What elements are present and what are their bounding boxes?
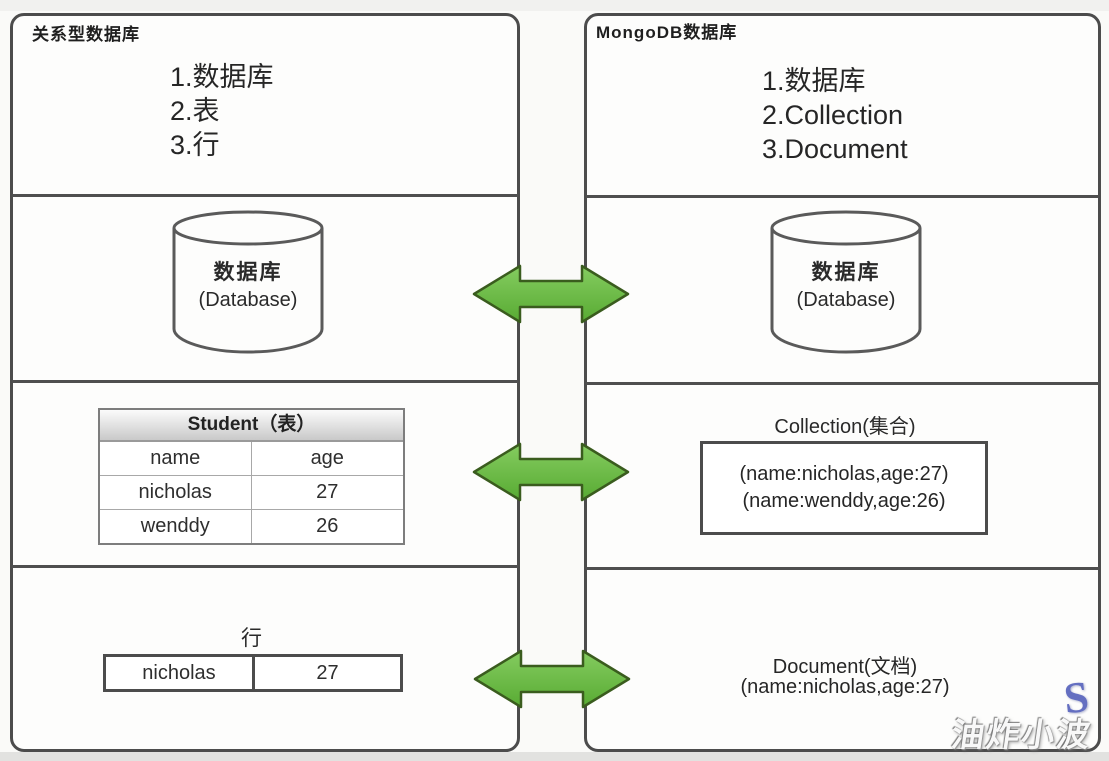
left-cylinder-label: 数据库 (Database) xyxy=(170,256,326,312)
document-title: Document(文档) xyxy=(772,656,918,678)
mongodb-panel-title: MongoDB数据库 xyxy=(596,23,738,42)
document-content: (name:nicholas,age:27) xyxy=(740,676,950,698)
student-table-col-name: name xyxy=(100,442,252,475)
right-divider-3 xyxy=(586,567,1099,570)
row-table: nicholas 27 xyxy=(103,654,403,692)
student-row2-name: wenddy xyxy=(100,510,252,543)
row-cell-age: 27 xyxy=(316,662,339,684)
left-cylinder-label-en: (Database) xyxy=(198,289,298,311)
watermark-text: 油炸小波 xyxy=(949,716,1095,753)
relational-level-2: 2.表 xyxy=(170,96,220,126)
double-arrow-icon xyxy=(472,442,630,502)
bottom-strip xyxy=(0,752,1109,761)
relational-level-list: 1.数据库 2.表 3.行 xyxy=(170,60,274,162)
right-cylinder-label: 数据库 (Database) xyxy=(768,256,924,312)
left-cylinder-label-cn: 数据库 xyxy=(213,261,283,284)
mongodb-level-list: 1.数据库 2.Collection 3.Document xyxy=(762,64,908,166)
right-cylinder-label-cn: 数据库 xyxy=(811,261,881,284)
collection-title: Collection(集合) xyxy=(774,416,916,438)
row-section-label: 行 xyxy=(241,627,262,650)
student-table-title: Student（表） xyxy=(100,410,403,442)
student-table-header-row: name age xyxy=(100,442,403,476)
left-divider-2 xyxy=(12,380,518,383)
left-divider-3 xyxy=(12,565,518,568)
mongodb-level-3: 3.Document xyxy=(762,134,908,164)
database-cylinder-icon xyxy=(770,210,922,354)
relational-level-1: 1.数据库 xyxy=(170,62,274,92)
table-row: nicholas 27 xyxy=(100,476,403,510)
row-cell-name: nicholas xyxy=(106,657,255,689)
right-divider-1 xyxy=(586,195,1099,198)
student-table: Student（表） name age nicholas 27 wenddy 2… xyxy=(98,408,405,545)
double-arrow-icon xyxy=(473,649,631,709)
mongodb-level-2: 2.Collection xyxy=(762,100,904,130)
collection-doc-1: (name:nicholas,age:27) xyxy=(739,463,949,485)
relational-panel-title: 关系型数据库 xyxy=(32,25,140,44)
right-divider-2 xyxy=(586,382,1099,385)
student-row2-age: 26 xyxy=(316,515,339,537)
left-divider-1 xyxy=(12,194,518,197)
collection-box: (name:nicholas,age:27) (name:wenddy,age:… xyxy=(700,441,988,535)
collection-doc-2: (name:wenddy,age:26) xyxy=(742,490,946,512)
double-arrow-icon xyxy=(472,264,630,324)
table-row: wenddy 26 xyxy=(100,510,403,543)
student-table-col-age: age xyxy=(310,447,344,469)
relational-level-3: 3.行 xyxy=(170,130,220,160)
top-strip xyxy=(0,0,1109,11)
database-cylinder-icon xyxy=(172,210,324,354)
mongodb-level-1: 1.数据库 xyxy=(762,66,866,96)
right-cylinder-label-en: (Database) xyxy=(796,289,896,311)
student-row1-name: nicholas xyxy=(100,476,252,509)
student-row1-age: 27 xyxy=(316,481,339,503)
